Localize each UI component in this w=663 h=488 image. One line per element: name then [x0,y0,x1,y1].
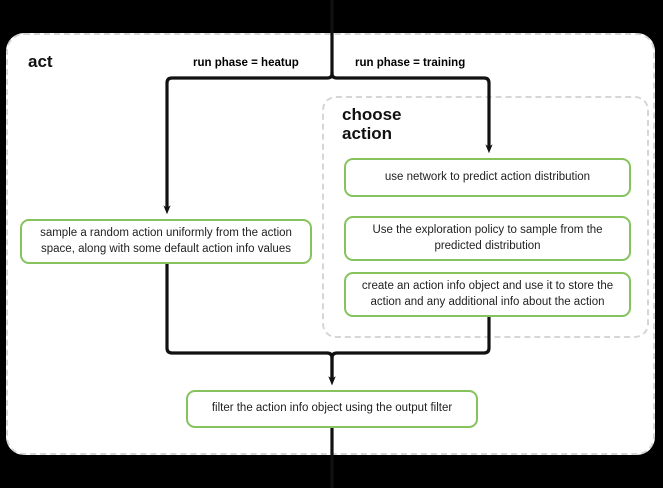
choose-action-group-title: choose action [342,105,402,144]
edge-sample-to-filter [165,264,336,386]
act-group-title: act [28,52,53,71]
node-exploration-policy-sample[interactable]: Use the exploration policy to sample fro… [344,216,631,261]
edge-entry-to-usenetwork [330,72,493,154]
edge-label-run-phase-heatup: run phase = heatup [193,57,299,69]
node-create-action-info-object[interactable]: create an action info object and use it … [344,272,631,317]
node-sample-random-action[interactable]: sample a random action uniformly from th… [20,219,312,264]
edge-label-run-phase-training: run phase = training [355,57,466,69]
choose-action-group-box [322,96,649,338]
node-use-network-predict[interactable]: use network to predict action distributi… [344,158,631,197]
node-filter-action-info[interactable]: filter the action info object using the … [186,390,478,428]
edge-createinfo-to-filter [328,317,491,386]
edge-entry-to-sample [163,72,334,215]
